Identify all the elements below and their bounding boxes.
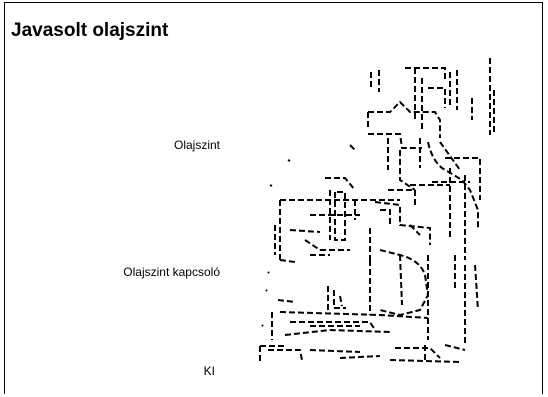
diagram-line (304, 239, 350, 251)
oil-level-label: Olajszint (173, 138, 220, 152)
diagram-dot (267, 271, 270, 274)
diagram-line (289, 229, 321, 233)
diagram-line (290, 321, 376, 331)
diagram-line (444, 344, 466, 351)
content-frame (4, 2, 543, 394)
diagram-line (399, 254, 403, 306)
diagram-line (399, 150, 416, 191)
diagram-line (284, 328, 391, 336)
diagram-dot (265, 289, 268, 292)
diagram-line (379, 249, 430, 317)
off-label: KI (203, 364, 215, 378)
diagram-line (339, 355, 381, 359)
diagram-line (334, 191, 346, 241)
diagram-line (388, 189, 416, 208)
diagram-line (427, 141, 479, 228)
diagram-line (279, 259, 296, 263)
diagram-line (339, 295, 343, 307)
diagram-line (395, 347, 441, 359)
diagram-dot (261, 324, 264, 327)
diagram-line (474, 264, 479, 311)
diagram-line (445, 157, 481, 200)
diagram-line (409, 224, 421, 236)
diagram-line (439, 141, 461, 171)
diagram-line (428, 87, 446, 108)
diagram-line (333, 290, 346, 309)
diagram-line (279, 311, 429, 319)
diagram-line (277, 299, 296, 303)
page-title: Javasolt olajszint (11, 20, 169, 41)
engine-oil-diagram (259, 58, 495, 363)
diagram-line (325, 177, 356, 191)
diagram-line (309, 349, 361, 353)
oil-level-switch-label: Olajszint kapcsoló (123, 265, 220, 279)
diagram-line (380, 209, 391, 225)
diagram-line (368, 133, 422, 149)
diagram-line (389, 359, 461, 363)
diagram-line (368, 100, 441, 138)
diagram-line (374, 201, 431, 245)
diagram-line (405, 67, 446, 80)
diagram-line (268, 349, 303, 361)
diagram-line (349, 144, 356, 151)
diagram-dot (287, 159, 291, 162)
diagram-dot (269, 184, 273, 187)
